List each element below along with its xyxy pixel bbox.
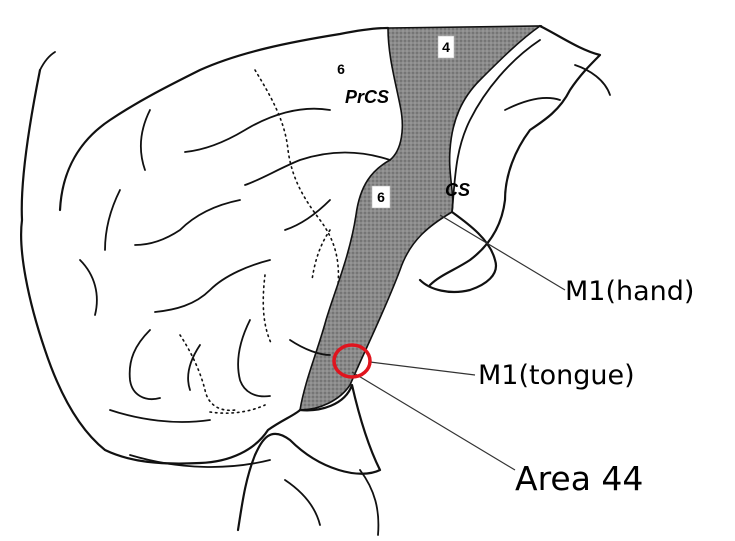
area6-box-label: 6 xyxy=(377,189,385,205)
ifg-sulcus-3 xyxy=(238,320,270,396)
temporal-sulcus-1 xyxy=(360,470,378,535)
frontal-sulcus-1 xyxy=(185,109,330,152)
leader-line-m1-tongue xyxy=(370,362,475,375)
frontal-sulcus-4 xyxy=(105,190,120,250)
m1-hand-label: M1(hand) xyxy=(565,276,694,307)
area44-label: Area 44 xyxy=(515,459,643,498)
precentral-sulcus-label: PrCS xyxy=(345,87,389,107)
area4-label: 4 xyxy=(442,39,450,55)
area-boundary-dotted-5 xyxy=(210,405,265,413)
parietal-sulcus-2 xyxy=(575,65,610,95)
central-sulcus-label: CS xyxy=(445,180,470,200)
area-boundary-dotted-1 xyxy=(255,70,338,285)
parietal-sulcus-1 xyxy=(505,98,560,110)
area-boundary-dotted-3 xyxy=(263,275,272,345)
lateral-fissure xyxy=(130,455,270,467)
area6-top-label: 6 xyxy=(337,61,345,77)
frontal-sulcus-7 xyxy=(80,260,97,315)
frontal-sulcus-3 xyxy=(135,200,240,245)
frontal-sulcus-6 xyxy=(155,260,270,312)
leader-line-m1-hand xyxy=(440,215,565,290)
frontal-upper-outline xyxy=(60,28,388,210)
ifg-sulcus-1 xyxy=(130,330,160,399)
ifg-sulcus-5 xyxy=(110,410,210,422)
m1-tongue-label: M1(tongue) xyxy=(478,360,635,391)
temporal-sulcus-2 xyxy=(285,480,320,525)
ifg-sulcus-2 xyxy=(188,345,200,390)
frontal-sulcus-5 xyxy=(141,110,150,170)
brain-outline xyxy=(21,70,300,464)
posterior-edge xyxy=(40,52,55,70)
area-boundary-dotted-2 xyxy=(312,230,330,280)
